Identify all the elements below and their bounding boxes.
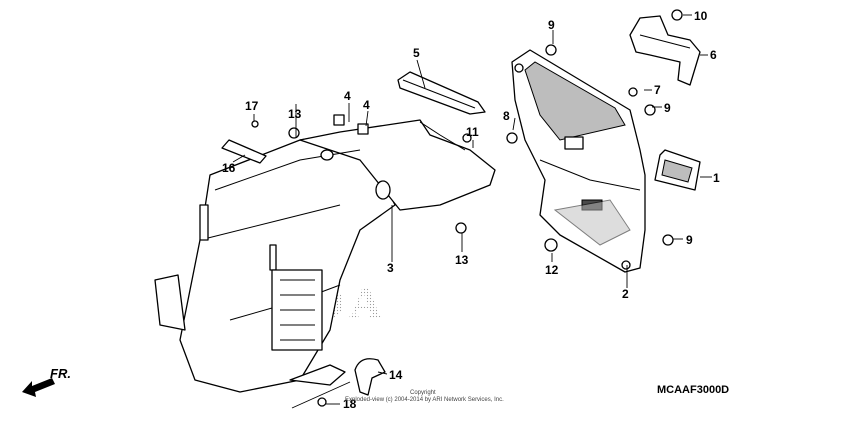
callout-3: 3 [387,261,394,275]
bracket-part-6 [629,15,701,86]
callout-13a: 13 [288,107,302,121]
seal-strip-part-5 [397,71,486,115]
callout-9a: 9 [548,18,555,32]
callout-4b: 4 [363,98,370,112]
diagram-code: MCAAF3000D [657,384,729,396]
reflector-part-1 [654,149,701,191]
callout-18: 18 [343,397,357,411]
front-arrow-icon [22,378,55,397]
band-part-16 [221,139,267,164]
license-panel-part-2 [511,49,646,273]
callout-8: 8 [503,109,510,123]
callout-11: 11 [466,125,479,139]
callout-13b: 13 [455,253,469,267]
callout-12: 12 [545,263,559,277]
callout-6: 6 [710,48,717,62]
callout-9c: 9 [686,233,693,247]
callout-17: 17 [245,99,259,113]
callout-10: 10 [694,9,708,23]
fasteners [251,9,683,407]
copyright-line-2: Exploded-view (c) 2004-2014 by ARI Netwo… [345,397,504,403]
callout-7: 7 [654,83,661,97]
callout-16: 16 [222,161,236,175]
callout-4a: 4 [344,89,351,103]
copyright-line-1: Copyright [410,390,436,396]
clip-part-14 [354,358,386,396]
callout-5: 5 [413,46,420,60]
rear-fender-part-3 [154,119,496,393]
front-label: FR. [50,366,71,381]
callout-14: 14 [389,368,403,382]
callout-9b: 9 [664,101,671,115]
front-direction-indicator: FR. [22,366,71,397]
callout-2: 2 [622,287,629,301]
leader-lines [232,14,712,409]
callout-1: 1 [713,171,720,185]
